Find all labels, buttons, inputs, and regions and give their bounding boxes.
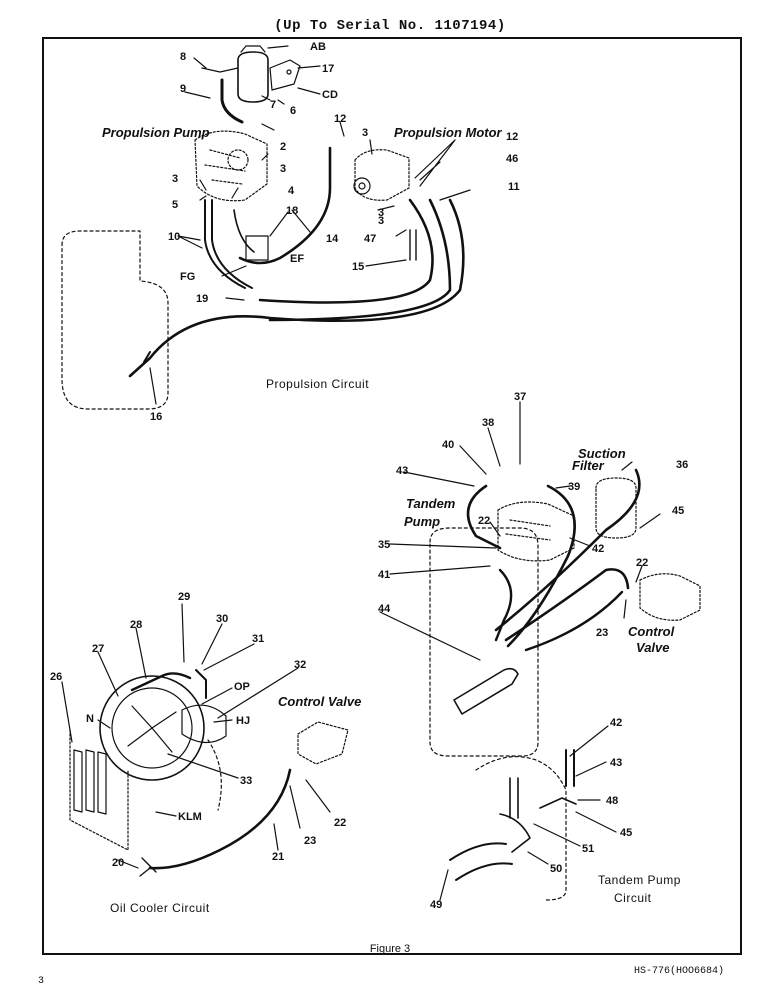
callout: 18 bbox=[286, 205, 298, 217]
figure-caption: Figure 3 bbox=[369, 943, 411, 955]
callout: 12 bbox=[506, 131, 518, 143]
callout: 43 bbox=[610, 757, 622, 769]
callout: 45 bbox=[672, 505, 684, 517]
figure-frame bbox=[42, 37, 742, 955]
callout: 12 bbox=[334, 113, 346, 125]
suction-filter-label-2: Filter bbox=[572, 458, 605, 473]
callout: 50 bbox=[550, 863, 562, 875]
control-valve-cooler bbox=[297, 721, 349, 765]
callout: FG bbox=[180, 271, 195, 283]
callout: 26 bbox=[50, 671, 62, 683]
oil-cooler bbox=[69, 675, 205, 851]
suction-filter-label-1: Suction bbox=[578, 446, 626, 461]
propulsion-motor bbox=[353, 149, 410, 201]
callout: 3 bbox=[172, 173, 178, 185]
cooler-control-valve-label: Control Valve bbox=[278, 694, 361, 709]
callout: 17 bbox=[322, 63, 334, 75]
callout: OP bbox=[234, 681, 250, 693]
callout: 42 bbox=[610, 717, 622, 729]
propulsion-pump bbox=[194, 130, 268, 202]
tandem-pump-label-2: Pump bbox=[404, 514, 440, 529]
callout: 10 bbox=[168, 231, 180, 243]
callout: 3 bbox=[280, 163, 286, 175]
callout: 20 bbox=[112, 857, 124, 869]
tandem-callouts: 37 38 40 36 43 39 22 42 35 45 41 22 44 2… bbox=[378, 391, 688, 911]
callout: KLM bbox=[178, 811, 202, 823]
tandem-tank-outline bbox=[429, 527, 539, 757]
callout: 6 bbox=[290, 105, 296, 117]
callout: 23 bbox=[596, 627, 608, 639]
callout: 49 bbox=[430, 899, 442, 911]
callout: 3 bbox=[362, 127, 368, 139]
callout: N bbox=[86, 713, 94, 725]
page-mark: 3 bbox=[38, 976, 45, 987]
callout: EF bbox=[290, 253, 304, 265]
callout: CD bbox=[322, 89, 338, 101]
doc-code: HS-776(HOO6684) bbox=[633, 966, 724, 977]
callout: 3 bbox=[378, 207, 384, 219]
tandem-title-1: Tandem Pump bbox=[598, 873, 681, 887]
callout: 28 bbox=[130, 619, 142, 631]
serial-note: (Up To Serial No. 1107194) bbox=[274, 18, 506, 34]
propulsion-pump-label: Propulsion Pump bbox=[102, 125, 210, 140]
callout: 9 bbox=[180, 83, 186, 95]
propulsion-callouts: 8 9 AB 17 CD 7 6 2 3 12 3 12 46 11 3 4 5… bbox=[150, 41, 520, 423]
tandem-title-2: Circuit bbox=[614, 891, 652, 905]
cooler-callouts: 29 30 28 31 27 OP 32 26 N HJ 33 KLM 22 2… bbox=[50, 591, 346, 869]
tandem-pump bbox=[497, 501, 575, 562]
callout: 32 bbox=[294, 659, 306, 671]
callout: 38 bbox=[482, 417, 494, 429]
callout: 36 bbox=[676, 459, 688, 471]
callout: 8 bbox=[180, 51, 186, 63]
callout: 40 bbox=[442, 439, 454, 451]
callout: 37 bbox=[514, 391, 526, 403]
tandem-pump-label-1: Tandem bbox=[406, 496, 456, 511]
filter-assembly bbox=[201, 45, 301, 124]
callout: 48 bbox=[606, 795, 618, 807]
cooler-valve bbox=[181, 704, 227, 744]
callout: 23 bbox=[304, 835, 316, 847]
callout: 45 bbox=[620, 827, 632, 839]
callout: 51 bbox=[582, 843, 594, 855]
callout: 5 bbox=[172, 199, 178, 211]
callout: 19 bbox=[196, 293, 208, 305]
control-valve-tandem bbox=[639, 573, 701, 621]
callout: 46 bbox=[506, 153, 518, 165]
callout: 29 bbox=[178, 591, 190, 603]
propulsion-motor-label: Propulsion Motor bbox=[394, 125, 503, 140]
callout: 22 bbox=[636, 557, 648, 569]
callout: 22 bbox=[478, 515, 490, 527]
callout: 4 bbox=[288, 185, 295, 197]
callout: 44 bbox=[378, 603, 391, 615]
callout: HJ bbox=[236, 715, 250, 727]
callout: 41 bbox=[378, 569, 390, 581]
callout: 16 bbox=[150, 411, 162, 423]
callout: 7 bbox=[270, 99, 276, 111]
callout: 27 bbox=[92, 643, 104, 655]
callout: 43 bbox=[396, 465, 408, 477]
suction-filter bbox=[595, 477, 637, 539]
callout: 35 bbox=[378, 539, 390, 551]
callout: 21 bbox=[272, 851, 284, 863]
callout: 3 bbox=[378, 215, 384, 227]
callout: 42 bbox=[592, 543, 604, 555]
callout: 22 bbox=[334, 817, 346, 829]
tandem-control-valve-2: Valve bbox=[636, 640, 670, 655]
tank-outline bbox=[61, 230, 169, 410]
callout: 30 bbox=[216, 613, 228, 625]
callout: 11 bbox=[508, 181, 520, 193]
callout: 47 bbox=[364, 233, 376, 245]
oil-cooler-title: Oil Cooler Circuit bbox=[110, 901, 210, 915]
callout: 2 bbox=[280, 141, 286, 153]
tandem-control-valve-1: Control bbox=[628, 624, 675, 639]
callout: 39 bbox=[568, 481, 580, 493]
propulsion-circuit-title: Propulsion Circuit bbox=[266, 377, 369, 391]
callout: 14 bbox=[326, 233, 339, 245]
callout: AB bbox=[310, 41, 326, 53]
callout: 33 bbox=[240, 775, 252, 787]
callout: 15 bbox=[352, 261, 364, 273]
callout: 31 bbox=[252, 633, 264, 645]
